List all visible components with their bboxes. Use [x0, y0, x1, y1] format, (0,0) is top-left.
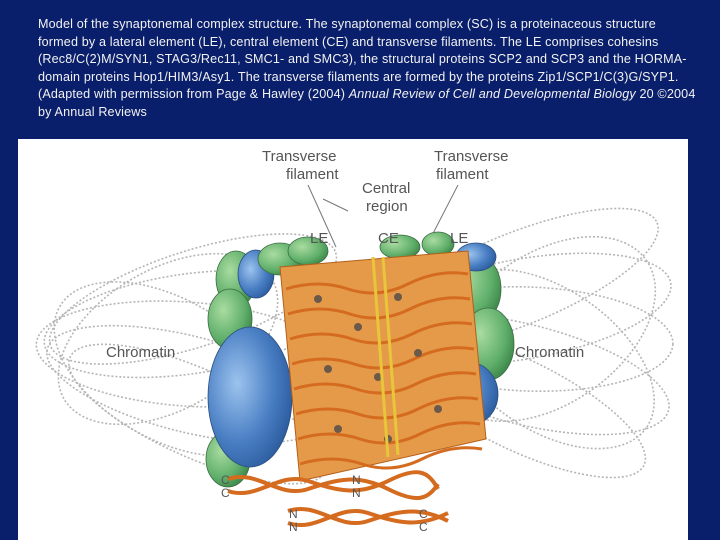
label-c-2: C [221, 486, 230, 500]
figure-caption: Model of the synaptonemal complex struct… [38, 16, 698, 122]
label-n-2: N [352, 486, 361, 500]
label-transverse-right-1: Transverse [434, 148, 508, 165]
sc-diagram: Transverse filament Transverse filament … [35, 148, 674, 534]
caption-text: Model of the synaptonemal complex struct… [38, 17, 687, 102]
label-chromatin-right: Chromatin [515, 344, 584, 361]
label-central-2: region [366, 198, 408, 215]
label-c-1: C [221, 473, 230, 487]
transverse-filament-dimer [227, 470, 449, 527]
synaptonemal-complex-figure: Transverse filament Transverse filament … [18, 139, 688, 540]
caption-credit: 20 ©2004 by Annual Reviews [38, 87, 696, 119]
label-ce: CE [378, 230, 399, 247]
label-n-1: N [352, 473, 361, 487]
label-chromatin-left: Chromatin [106, 344, 175, 361]
label-c-4: C [419, 520, 428, 534]
label-n-3: N [289, 507, 298, 521]
label-le-left: LE [310, 230, 328, 247]
label-c-3: C [419, 507, 428, 521]
label-central-1: Central [362, 180, 410, 197]
label-transverse-left-1: Transverse [262, 148, 336, 165]
label-n-4: N [289, 520, 298, 534]
label-transverse-right-2: filament [436, 166, 489, 183]
label-transverse-left-2: filament [286, 166, 339, 183]
lateral-element-left [205, 236, 329, 488]
label-le-right: LE [450, 230, 468, 247]
central-region-filaments [279, 250, 487, 482]
caption-journal: Annual Review of Cell and Developmental … [348, 87, 636, 102]
